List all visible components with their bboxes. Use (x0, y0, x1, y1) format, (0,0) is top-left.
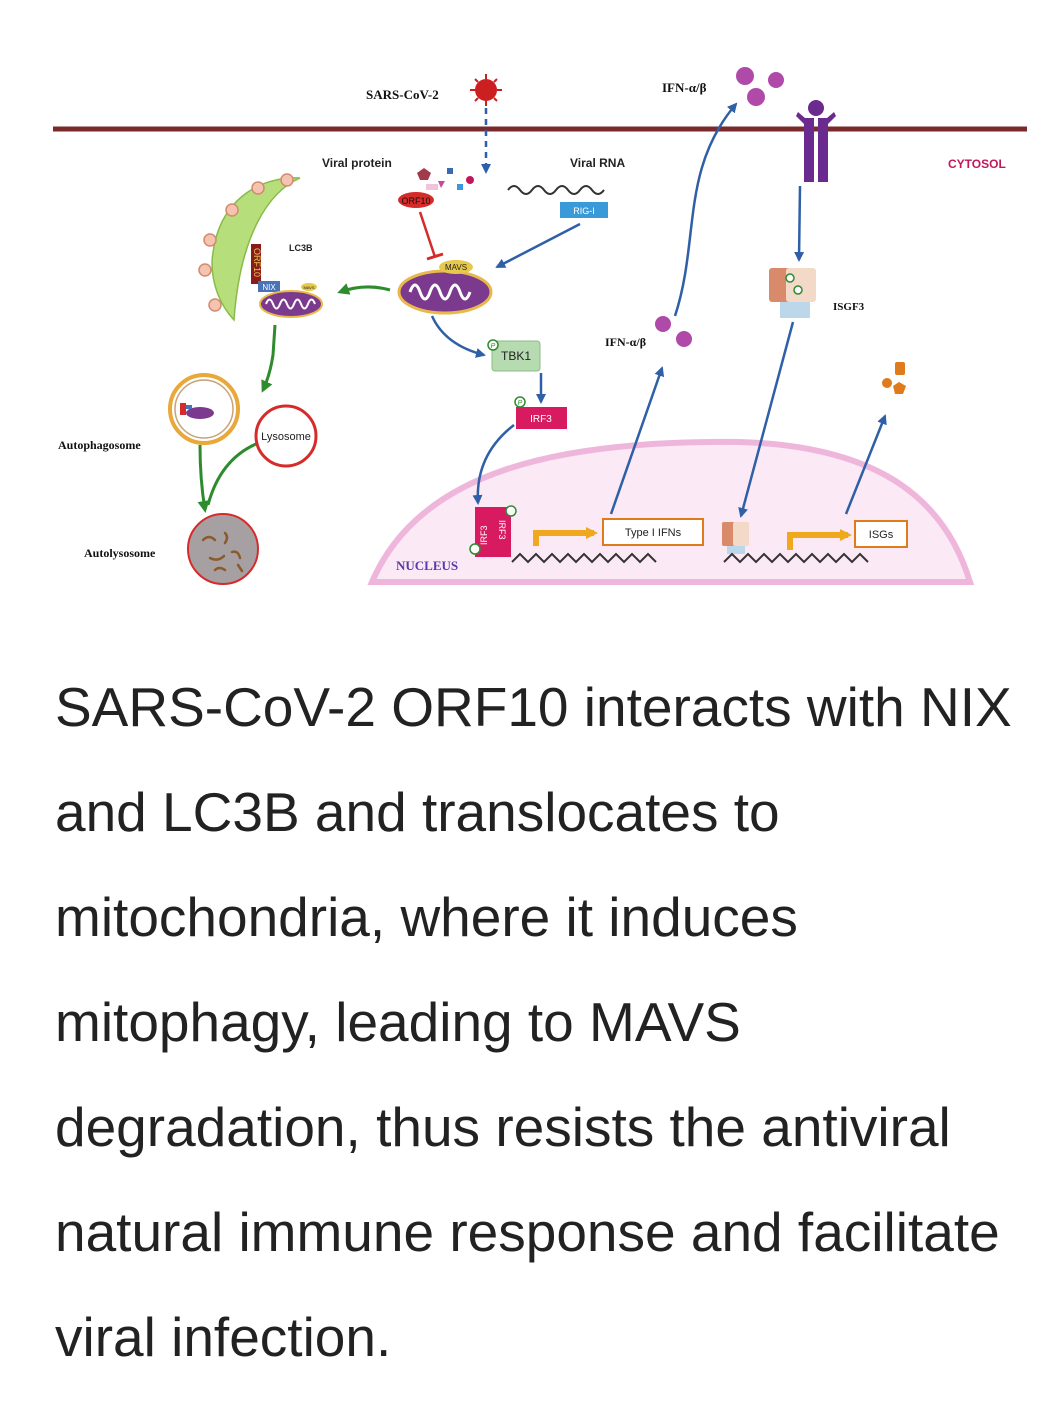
ifn-mid-label: IFN-α/β (605, 335, 646, 349)
viral-protein-icon (417, 168, 474, 190)
irf3-dimer-b (493, 507, 511, 557)
autolysosome-debris-icon (201, 531, 244, 573)
type1-promoter-arrow (533, 527, 598, 546)
type1-ifns-box (602, 518, 704, 546)
to-autolysosome-arrow-b (206, 442, 257, 506)
isgf3-to-nucleus-arrow (738, 321, 795, 518)
type1-to-ifn-arrow (609, 366, 665, 515)
ifn-molecules-icon (736, 67, 784, 106)
orf10-vertical-box (251, 244, 261, 284)
irf3-phospho-icon (514, 396, 526, 408)
ifn-secretion-arrow (673, 102, 738, 317)
isgf3-complex-icon (769, 268, 816, 318)
dimer-phospho-a-icon (469, 543, 481, 555)
nix-label: NIX (262, 283, 276, 292)
cytosol-label: CYTOSOL (948, 157, 1006, 171)
isg-products-icon (882, 362, 906, 394)
mitophagy-arrow (337, 283, 391, 295)
irf3-label: IRF3 (530, 414, 552, 425)
mitochondrion-mavs-icon (397, 260, 493, 315)
rig-i-label: RIG-I (573, 206, 595, 216)
isgs-promoter-arrow (787, 529, 852, 550)
rig-i-box (560, 202, 608, 218)
viral-rna-label: Viral RNA (570, 156, 625, 170)
orf10-label: ORF10 (401, 196, 430, 206)
autophagosome-mito-icon (180, 403, 214, 419)
to-autophagosome-arrow (261, 324, 277, 393)
figure-caption: SARS-CoV-2 ORF10 interacts with NIX and … (55, 676, 1012, 1368)
mavs-small-label: MAVS (303, 285, 314, 290)
orf10-inhibition-line (418, 211, 437, 258)
dimer-phospho-b-icon (505, 505, 517, 517)
type1-ifns-label: Type I IFNs (625, 527, 682, 539)
type1-dna-icon (511, 552, 657, 564)
irf3-dimer-a (475, 507, 493, 557)
tbk1-box (491, 340, 541, 372)
irf3-box (516, 407, 567, 429)
irf3-dimer-b-label: IRF3 (497, 520, 507, 540)
pathway-diagram: SARS-CoV-2 IFN-α/β CYTOSOL Viral protein… (53, 67, 1027, 585)
nix-box (258, 281, 280, 292)
orf10-inhibition-bar (426, 252, 444, 261)
irf3-phospho-label: P (518, 400, 523, 407)
ifn-receptor-icon (796, 100, 836, 182)
lc3b-label: LC3B (289, 243, 313, 253)
nucleus-envelope (367, 438, 975, 585)
viral-rna-strand-icon (507, 185, 605, 195)
to-autolysosome-arrow-a (197, 444, 210, 513)
ifn-mid-molecules-icon (655, 316, 692, 347)
virus-label: SARS-CoV-2 (366, 87, 439, 102)
irf3-dimer-a-label: IRF3 (479, 525, 489, 545)
rig-i-to-mavs-arrow (495, 222, 581, 269)
ifn-top-label: IFN-α/β (662, 80, 707, 95)
lc3b-beads-icon (198, 173, 294, 312)
autophagosome-label: Autophagosome (58, 438, 141, 452)
isgs-to-products-arrow (844, 414, 887, 515)
isgs-box (854, 520, 908, 548)
isgs-dna-icon (723, 552, 869, 564)
autolysosome-label: Autolysosome (84, 546, 156, 560)
isgf3-label: ISGF3 (833, 301, 865, 313)
tbk1-phospho-icon (487, 339, 499, 351)
orf10-ellipse (398, 192, 434, 208)
lysosome-label: Lysosome (261, 431, 311, 443)
sars-cov-2-virus-icon (470, 74, 502, 106)
isgs-label: ISGs (869, 529, 894, 541)
irf3-to-nucleus-arrow (472, 424, 515, 505)
orf10-vertical-label: ORF10 (252, 248, 262, 277)
mitochondrion-small-icon (259, 283, 323, 318)
nucleus-label: NUCLEUS (396, 558, 458, 573)
tbk1-phospho-label: P (491, 343, 496, 350)
isgf3-nuclear-icon (722, 522, 749, 554)
mavs-to-tbk1-arrow (430, 315, 486, 358)
viral-protein-label: Viral protein (322, 156, 392, 170)
lysosome-circle (254, 404, 318, 468)
autolysosome-circle (187, 513, 259, 585)
tbk1-label: TBK1 (501, 349, 531, 363)
mavs-label: MAVS (445, 263, 467, 272)
receptor-to-isgf3-arrow (794, 185, 805, 262)
